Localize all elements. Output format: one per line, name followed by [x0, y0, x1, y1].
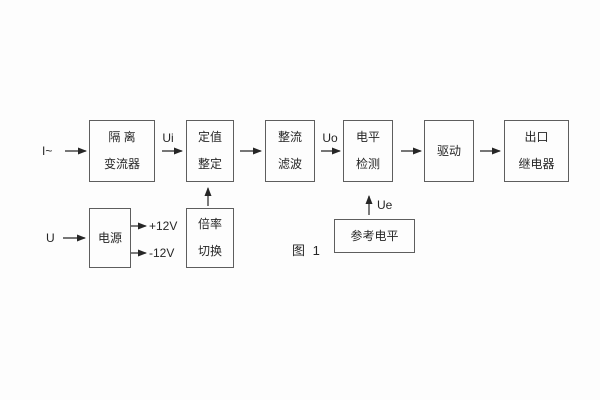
label-rail-positive: +12V [149, 219, 178, 233]
label-input-current: I~ [42, 144, 53, 158]
block-label-line: 变流器 [103, 157, 140, 171]
block-driver: 驱动 [424, 120, 474, 182]
label-rail-negative: -12V [149, 246, 175, 260]
block-setting-adjust: 定值 整定 [186, 120, 234, 182]
block-isolation-transformer: 隔 离 变流器 [89, 120, 155, 182]
block-label-line: 检测 [355, 157, 380, 171]
block-label-line: 滤波 [277, 157, 302, 171]
label-signal-uo: Uo [322, 131, 338, 145]
block-rectifier-filter: 整流 滤波 [265, 120, 315, 182]
block-label-line: 出口 [524, 130, 549, 144]
block-label-line: 切换 [197, 244, 222, 258]
block-label-line: 隔 离 [108, 130, 136, 144]
block-label-line: 继电器 [518, 157, 555, 171]
label-signal-ui: Ui [162, 131, 174, 145]
block-label-line: 驱动 [436, 143, 461, 158]
block-level-detector: 电平 检测 [343, 120, 393, 182]
block-label-line: 电平 [355, 130, 380, 144]
block-label-line: 参考电平 [350, 228, 399, 243]
block-ratio-switch: 倍率 切换 [186, 208, 234, 268]
block-reference-level: 参考电平 [334, 219, 415, 253]
label-input-voltage: U [46, 231, 55, 245]
block-label-line: 倍率 [197, 217, 222, 231]
label-signal-ue: Ue [377, 198, 393, 212]
figure-caption: 图 1 [292, 243, 322, 258]
block-label-line: 整定 [197, 157, 222, 171]
block-label-line: 定值 [197, 130, 222, 144]
block-power-supply: 电源 [89, 208, 131, 268]
block-output-relay: 出口 继电器 [504, 120, 569, 182]
block-label-line: 电源 [97, 230, 122, 245]
block-label-line: 整流 [277, 130, 302, 144]
